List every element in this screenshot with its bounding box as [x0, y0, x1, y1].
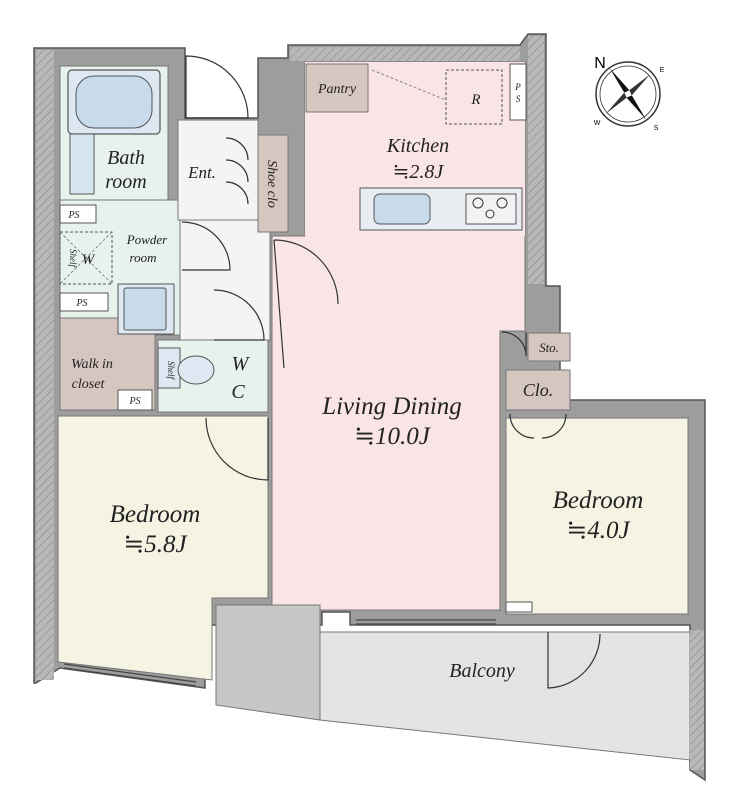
- label-living-dining: Living Dining: [321, 393, 462, 420]
- hatched-walls: [36, 36, 704, 770]
- fridge-box: [445, 69, 503, 125]
- storage-box: [527, 332, 571, 362]
- label-walkin-2: closet: [72, 377, 106, 392]
- windows: [63, 619, 496, 687]
- label-powder-1: Powder: [126, 232, 168, 247]
- label-walkin-1: Walk in: [71, 357, 113, 372]
- label-bedroom-left: Bedroom: [110, 501, 201, 528]
- compass-east: E: [660, 67, 665, 74]
- label-bath-2: room: [105, 171, 146, 193]
- label-entrance: Ent.: [187, 163, 216, 182]
- bedroom-right-floor: [505, 417, 689, 615]
- compass: [595, 61, 661, 127]
- room-fills: [57, 61, 691, 761]
- label-powder-2: room: [130, 250, 157, 265]
- label-kitchen-size: ≒2.8J: [393, 161, 445, 183]
- bedroom-left-floor: [57, 415, 269, 681]
- compass-north: N: [594, 55, 606, 72]
- toilet-bowl: [177, 355, 215, 385]
- label-shoe-closet: Shoe clo: [264, 160, 279, 208]
- label-kitchen: Kitchen: [386, 135, 449, 157]
- compass-south: S: [654, 125, 659, 132]
- pantry-box: [305, 63, 369, 113]
- label-wc-1: W: [232, 353, 251, 375]
- label-shelf-wc: Shelf: [166, 361, 176, 380]
- balcony-floor: [319, 631, 691, 761]
- label-pantry: Pantry: [317, 82, 357, 97]
- label-shelf: Shelf: [68, 249, 78, 268]
- fixtures: [59, 63, 533, 613]
- label-storage: Sto.: [539, 340, 559, 355]
- label-wc-2: C: [231, 381, 245, 403]
- label-living-dining-size: ≒10.0J: [354, 423, 432, 450]
- label-closet: Clo.: [523, 380, 554, 400]
- outdoor-unit: [215, 604, 321, 721]
- label-ps-vertical-s: S: [516, 94, 521, 104]
- label-balcony: Balcony: [449, 660, 515, 682]
- label-washer: W: [82, 252, 96, 268]
- labels: Kitchen ≒2.8J Living Dining ≒10.0J Bedro…: [67, 55, 664, 682]
- hall-floor: [179, 219, 271, 341]
- compass-west: W: [594, 120, 601, 127]
- label-ps-vertical-p: P: [514, 82, 521, 92]
- washer-box: [59, 231, 113, 285]
- label-bath-1: Bath: [107, 147, 145, 169]
- label-ps-2: PS: [75, 298, 87, 309]
- label-bedroom-right-size: ≒4.0J: [566, 517, 631, 544]
- door-swings: [181, 55, 601, 689]
- label-fridge: R: [470, 92, 480, 108]
- label-bedroom-right: Bedroom: [553, 487, 644, 514]
- cooktop: [465, 193, 517, 225]
- label-ps-1: PS: [67, 210, 79, 221]
- label-bedroom-left-size: ≒5.8J: [123, 531, 188, 558]
- closet-box: [505, 369, 571, 411]
- label-ps-3: PS: [128, 396, 140, 407]
- shoe-closet: [257, 134, 289, 233]
